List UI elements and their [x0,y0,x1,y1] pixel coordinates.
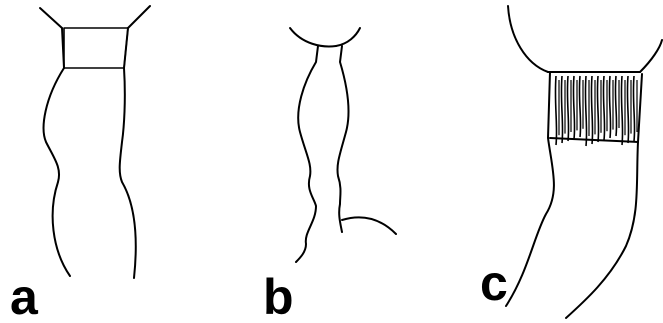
panel-a-granular-collar [64,28,128,68]
panel-c: c [480,6,662,318]
panel-label-c: c [480,255,508,311]
panel-b: b [263,28,396,323]
panel-b-outline [290,28,396,262]
panel-a: a [10,6,150,323]
panel-label-a: a [10,269,39,323]
panel-c-striated-collar [550,76,638,146]
panel-c-outline [506,6,662,318]
panel-a-outline [40,6,150,278]
panel-label-b: b [263,269,294,323]
